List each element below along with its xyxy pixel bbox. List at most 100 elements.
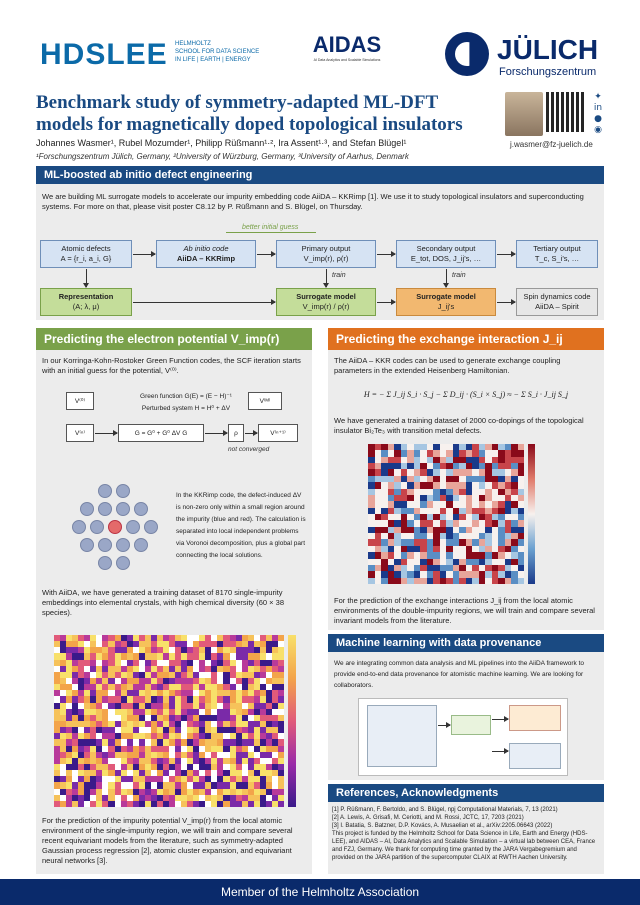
heatmap-cell [144,635,151,642]
heatmap-cell [394,488,401,495]
heatmap-cell [54,800,61,807]
heatmap-cell [138,757,145,764]
heatmap-cell [253,702,260,709]
heatmap-cell [156,788,163,795]
mastodon-icon[interactable]: ◉ [594,125,602,135]
heatmap-cell [217,788,224,795]
heatmap-cell [60,671,67,678]
heatmap-cell [54,671,61,678]
heatmap-cell [102,788,109,795]
heatmap-cell [465,552,472,559]
heatmap-cell [114,714,121,721]
heatmap-cell [150,647,157,654]
heatmap-cell [413,450,420,457]
heatmap-cell [150,641,157,648]
heatmap-cell [60,708,67,715]
heatmap-cell [90,696,97,703]
heatmap-cell [205,776,212,783]
heatmap-cell [211,647,218,654]
heatmap-cell [175,800,182,807]
heatmap-cell [491,507,498,514]
heatmap-cell [394,520,401,527]
qr-code[interactable] [546,92,586,132]
heatmap-cell [193,684,200,691]
heatmap-cell [253,696,260,703]
heatmap-cell [241,727,248,734]
heatmap-cell [368,482,375,489]
heatmap-cell [498,494,505,502]
heatmap-cell [217,659,224,666]
email-link[interactable]: j.wasmer@fz-juelich.de [510,140,593,149]
arrow [323,269,329,288]
heatmap-cell [491,520,498,527]
heatmap-cell [138,708,145,715]
heatmap-cell [452,545,459,553]
heatmap-cell [132,757,139,764]
heatmap-cell [205,659,212,666]
box-title: Tertiary output [533,244,581,253]
heatmap-cell [517,450,524,457]
heatmap-cell [162,800,169,807]
heatmap-cell [517,513,524,521]
heatmap-cell [241,647,248,654]
representation-box: Representation (A; λ, μ) [40,288,132,316]
arrow [377,251,396,257]
heatmap-cell [114,677,121,685]
heatmap-cell [120,751,127,758]
heatmap-cell [150,720,157,728]
secondary-output-box: Secondary output E_tot, DOS, J_ij's, … [396,240,496,268]
heatmap-cell [253,751,260,758]
twitter-icon[interactable]: ✦ [594,92,602,102]
heatmap-cell [72,788,79,795]
heatmap-cell [144,714,151,721]
right-paragraph-3: For the prediction of the exchange inter… [334,596,595,625]
heatmap-cell [120,677,127,685]
heatmap-cell [381,526,388,534]
heatmap-cell [394,501,401,508]
heatmap-cell [60,684,67,691]
refs-heading: References, Acknowledgments [328,784,604,802]
heatmap-cell [439,482,446,489]
heatmap-cell [247,763,254,771]
atom-dot [116,484,130,498]
heatmap-cell [229,751,236,758]
heatmap-cell [102,677,109,685]
heatmap-cell [84,702,91,709]
heatmap-cell [108,677,115,685]
heatmap-cell [168,751,176,758]
heatmap-cell [491,526,498,534]
heatmap-cell [126,696,133,703]
heatmap-cell [175,733,182,740]
heatmap-cell [265,776,272,783]
linkedin-icon[interactable]: in [593,103,603,113]
heatmap-cell [400,494,407,502]
heatmap-cell [387,488,394,495]
heatmap-cell [247,800,254,807]
heatmap-cell [156,641,163,648]
heatmap-cell [235,800,242,807]
heatmap-cell [78,763,85,771]
heatmap-cell [126,647,133,654]
heatmap-cell [517,463,524,470]
heatmap-cell [452,552,459,559]
heatmap-cell [259,800,266,807]
heatmap-cell [413,482,420,489]
heatmap-cell [498,526,505,534]
heatmap-cell [168,733,176,740]
heatmap-cell [265,770,272,777]
heatmap-cell [211,714,218,721]
heatmap-cell [420,552,427,559]
heatmap-cell [400,577,407,584]
heatmap-cell [132,714,139,721]
github-icon[interactable]: ● [594,114,602,124]
heatmap-cell [211,690,218,697]
heatmap-cell [439,469,446,476]
heatmap-cell [253,665,260,672]
heatmap-cell [504,513,511,521]
heatmap-cell [132,677,139,685]
ml-text: We are integrating common data analysis … [334,660,585,689]
heatmap-cell [120,720,127,728]
heatmap-cell [108,690,115,697]
heatmap-cell [175,770,182,777]
heatmap-cell [265,745,272,752]
